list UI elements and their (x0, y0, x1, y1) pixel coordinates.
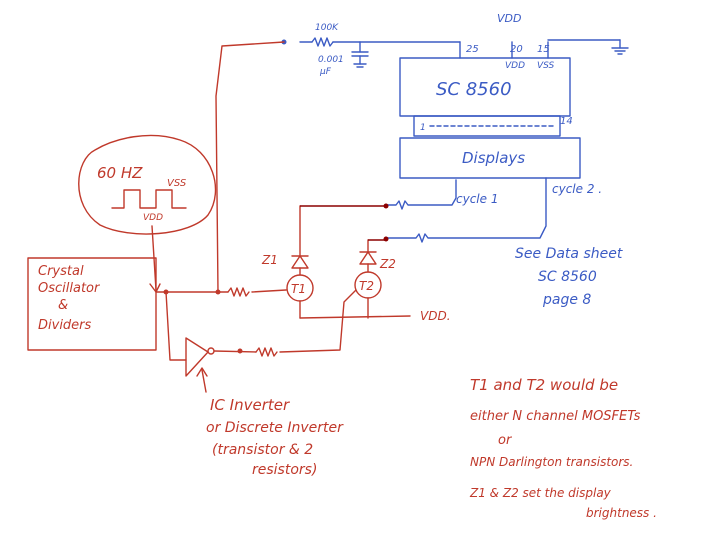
transistor-t2: T2 (354, 271, 382, 319)
oscillator-line-1: Crystal (38, 264, 84, 279)
ic-vdd-pin-label: VDD (505, 61, 525, 71)
cycle-connections (300, 203, 389, 242)
datasheet-line-2: SC 8560 (538, 269, 597, 285)
main-red-wiring (155, 41, 357, 377)
oscillator-line-2: Oscillator (38, 281, 101, 296)
displays-block: Displays (399, 137, 581, 179)
z2-label: Z2 (379, 257, 396, 271)
cycle2-label: cycle 2 . (552, 182, 602, 196)
pin-bus-outline (413, 115, 561, 137)
t2-label: T2 (359, 279, 374, 293)
notes-line-5: Z1 & Z2 set the display (469, 486, 612, 500)
inverter-note-line-4: resistors) (252, 462, 317, 478)
vdd-rail-label: VDD. (420, 309, 451, 323)
zener-z1-symbol (291, 255, 309, 269)
oscillator-box (27, 257, 157, 351)
sc8560-chip: SC 8560 25 20 15 VDD VSS VDD (399, 12, 571, 117)
zener-z1: Z1 (261, 205, 309, 276)
oscillator-line-4: Dividers (38, 318, 92, 333)
notes-line-1: T1 and T2 would be (470, 376, 618, 394)
inverter-note-line-1: IC Inverter (210, 396, 290, 414)
inverter-symbol (185, 337, 209, 377)
transistor-notes: T1 and T2 would be either N channel MOSF… (469, 376, 657, 520)
inverter-note-line-2: or Discrete Inverter (206, 420, 344, 436)
frequency-label: 60 HZ (97, 164, 143, 182)
pin-1-label: 1 (420, 123, 426, 133)
bubble-outline (78, 134, 217, 235)
sc8560-label: SC 8560 (436, 79, 512, 100)
inverter-bubble-icon (207, 347, 215, 355)
datasheet-line-3: page 8 (542, 292, 591, 308)
inverter-note-line-3: (transistor & 2 (212, 442, 313, 458)
displays-body (399, 137, 581, 179)
cycle-wiring: cycle 1 cycle 2 . (385, 177, 602, 243)
datasheet-note: See Data sheet SC 8560 page 8 (515, 246, 623, 308)
notes-line-6: brightness . (586, 506, 657, 520)
z1-label: Z1 (261, 253, 278, 267)
oscillator-block: Crystal Oscillator & Dividers (27, 257, 157, 351)
cycle2-line (385, 177, 547, 243)
pin-14-label: 14 (560, 116, 573, 127)
bubble-vss-label: VSS (167, 178, 187, 189)
resistor-t2-base (255, 347, 278, 357)
pin-bus: 1 14 (413, 115, 573, 137)
oscillator-line-3: & (58, 298, 68, 313)
vdd-rail: VDD. (299, 309, 451, 323)
bubble-vdd-label: VDD (143, 213, 163, 223)
zener-z2: Z2 (359, 239, 396, 273)
resistor-value-label: 100K (315, 23, 339, 33)
notes-line-2: either N channel MOSFETs (470, 409, 641, 424)
datasheet-line-1: See Data sheet (515, 246, 623, 262)
pin-20-label: 20 (510, 44, 523, 55)
inverter-note: IC Inverter or Discrete Inverter (transi… (196, 367, 344, 478)
notes-line-3: or (498, 433, 513, 448)
capacitor-unit-label: μF (319, 67, 332, 77)
t1-label: T1 (291, 282, 306, 296)
inverter-arrow-icon (196, 367, 208, 377)
notes-line-4: NPN Darlington transistors. (470, 455, 633, 469)
capacitor-value-label: 0.001 (318, 55, 344, 65)
zener-z2-symbol (359, 251, 377, 265)
feed-line-to-vdd (215, 41, 285, 293)
ic-vss-pin-label: VSS (537, 61, 555, 71)
pin-15-label: 15 (537, 44, 550, 55)
waveform-bubble: 60 HZ VSS VDD (78, 134, 217, 293)
resistor-t1-base (227, 287, 250, 297)
vdd-top-label: VDD (497, 12, 521, 25)
top-wiring: 100K 0.001 μF (281, 23, 629, 77)
displays-label: Displays (462, 149, 525, 167)
resistor-100k (311, 37, 334, 47)
pin-25-label: 25 (466, 44, 479, 55)
square-wave-icon (111, 189, 187, 209)
cycle1-label: cycle 1 (456, 192, 498, 206)
cycle1-line (385, 179, 457, 210)
transistor-t1: T1 (286, 274, 314, 319)
